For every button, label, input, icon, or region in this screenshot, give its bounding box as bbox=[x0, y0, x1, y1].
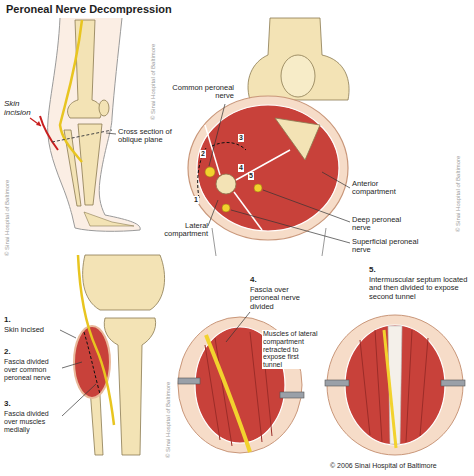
callout-label: Common peroneal nerve bbox=[168, 84, 234, 101]
callout-number: 2 bbox=[200, 150, 206, 158]
step-text: Intermuscular septum located and then di… bbox=[368, 276, 470, 301]
panel-incision bbox=[60, 255, 165, 455]
callout-number: 5 bbox=[248, 172, 254, 180]
watermark: © Sinai Hospital of Baltimore bbox=[150, 44, 157, 120]
callout-label: Deep peroneal nerve bbox=[352, 216, 414, 233]
copyright-note: © 2006 Sinai Hospital of Baltimore bbox=[330, 462, 437, 470]
callout-label: Skin incision bbox=[4, 100, 42, 118]
panel-leg bbox=[30, 18, 140, 231]
step-number: 5. bbox=[368, 266, 470, 275]
step-number: 1. bbox=[4, 316, 60, 325]
callout-number: 3 bbox=[238, 134, 244, 142]
step-text: Fascia divided over common peroneal nerv… bbox=[4, 358, 62, 381]
callout-label: Lateral compartment bbox=[158, 222, 208, 239]
step-number: 4. bbox=[250, 276, 320, 285]
figure-title: Peroneal Nerve Decompression bbox=[6, 3, 172, 15]
callout-label: Anterior compartment bbox=[352, 180, 422, 197]
step-text: Fascia divided over muscles medially bbox=[4, 410, 62, 433]
callout-number: 4 bbox=[238, 164, 244, 172]
callout-number: 1 bbox=[193, 196, 199, 204]
watermark: © Sinai Hospital of Baltimore bbox=[455, 156, 462, 232]
callout-label: Superficial peroneal nerve bbox=[352, 238, 424, 255]
step-text: Skin incised bbox=[4, 326, 60, 334]
callout-label: Muscles of lateral compartment retracted… bbox=[262, 330, 320, 369]
panel-cross-section bbox=[188, 18, 350, 256]
panel-second-tunnel bbox=[325, 315, 465, 455]
step-number: 3. bbox=[4, 400, 62, 409]
step-text: Fascia over peroneal nerve divided bbox=[250, 286, 320, 311]
watermark: © Sinai Hospital of Baltimore bbox=[165, 382, 172, 458]
step-number: 2. bbox=[4, 348, 62, 357]
callout-label: Cross section of oblique plane bbox=[118, 128, 173, 145]
watermark: © Sinai Hospital of Baltimore bbox=[4, 180, 11, 256]
